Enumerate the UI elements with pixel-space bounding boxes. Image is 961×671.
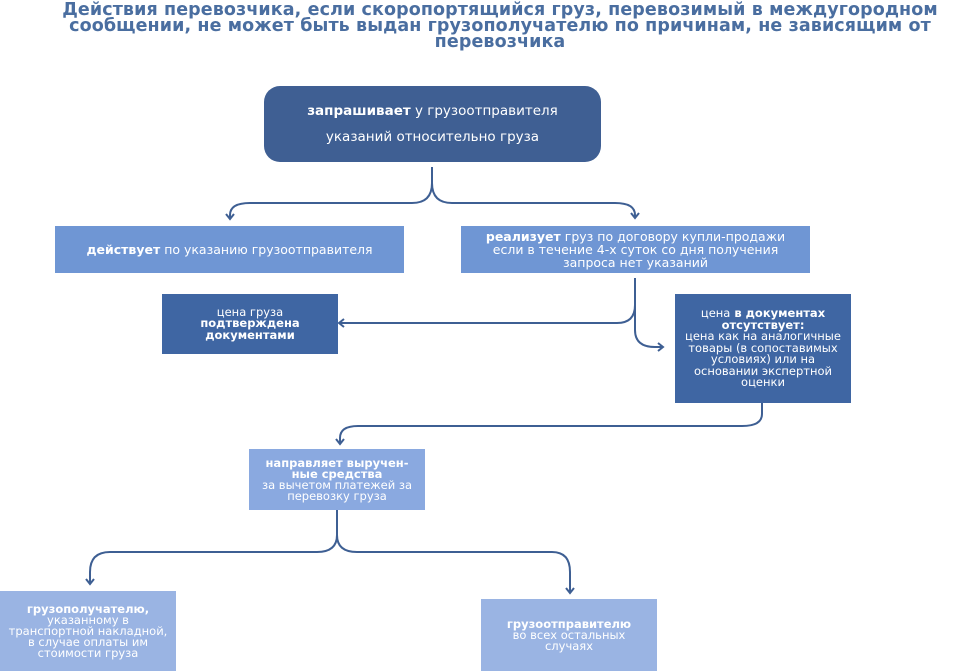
node-request-bold: запрашивает	[307, 103, 411, 119]
node-consignor: грузоотправителю во всех остальных случа…	[481, 599, 657, 671]
node-price-absent: цена в документах отсутствует: цена как …	[675, 294, 851, 403]
node-price-absent-line1: цена в документах отсутствует:	[679, 308, 847, 331]
node-consignor-text: во всех остальных случаях	[512, 627, 626, 653]
node-sell-text: груз по договору купли-продажи если в те…	[492, 229, 786, 270]
node-price-absent-bold: в документах отсутствует:	[721, 306, 826, 332]
node-send-proceeds-bold: направляет выручен­ные средства	[265, 455, 409, 481]
node-request-text2: указаний относительно груза	[325, 129, 540, 145]
connector-proceeds-to-consignor	[336, 510, 575, 595]
connector-request-to-sell	[431, 167, 640, 220]
node-follow-bold: действует	[86, 242, 161, 257]
node-consignee-bold: грузополучателю,	[26, 601, 150, 616]
node-consignor-bold: грузоотправителю	[506, 616, 632, 631]
node-follow-line: действует по указанию грузоотправителя	[86, 243, 372, 256]
node-request-line1: запрашивает у грузоотправителя	[307, 98, 558, 124]
connector-proceeds-to-consignee	[85, 510, 338, 586]
node-price-absent-text1: цена	[700, 306, 731, 321]
node-price-confirmed: цена груза подтверждена документами	[162, 294, 338, 354]
node-sell-bold: реализует	[485, 229, 561, 244]
node-send-proceeds-text: за вычетом платежей за перевозку груза	[261, 477, 413, 503]
diagram-title: Действия перевозчика, если скоропортящий…	[62, 0, 938, 52]
node-follow: действует по указанию грузоотправителя	[55, 226, 404, 273]
node-price-confirmed-bold: подтверждена документами	[200, 316, 300, 342]
node-send-proceeds: направляет выручен­ные средства за вычет…	[249, 449, 425, 510]
connector-sell-to-confirmed	[337, 278, 636, 328]
node-consignee: грузополучателю, указанному в транспортн…	[0, 591, 176, 671]
node-follow-text: по указанию грузоотправителя	[160, 242, 373, 257]
connector-absent-to-proceeds	[335, 403, 763, 446]
node-price-absent-text2: цена как на аналогичные товары (в сопост…	[685, 329, 841, 390]
node-request: запрашивает у грузоотправителя указаний …	[264, 86, 601, 162]
node-sell-line: реализует груз по договору купли-продажи…	[469, 230, 802, 269]
connector-sell-to-absent	[634, 278, 665, 352]
node-price-confirmed-text: цена груза	[216, 304, 284, 319]
node-request-text1: у грузоотправителя	[410, 103, 558, 119]
connector-request-to-follow	[225, 167, 433, 221]
node-sell: реализует груз по договору купли-продажи…	[461, 226, 810, 273]
node-consignee-text: указанному в транспортной накладной, в с…	[8, 612, 168, 660]
